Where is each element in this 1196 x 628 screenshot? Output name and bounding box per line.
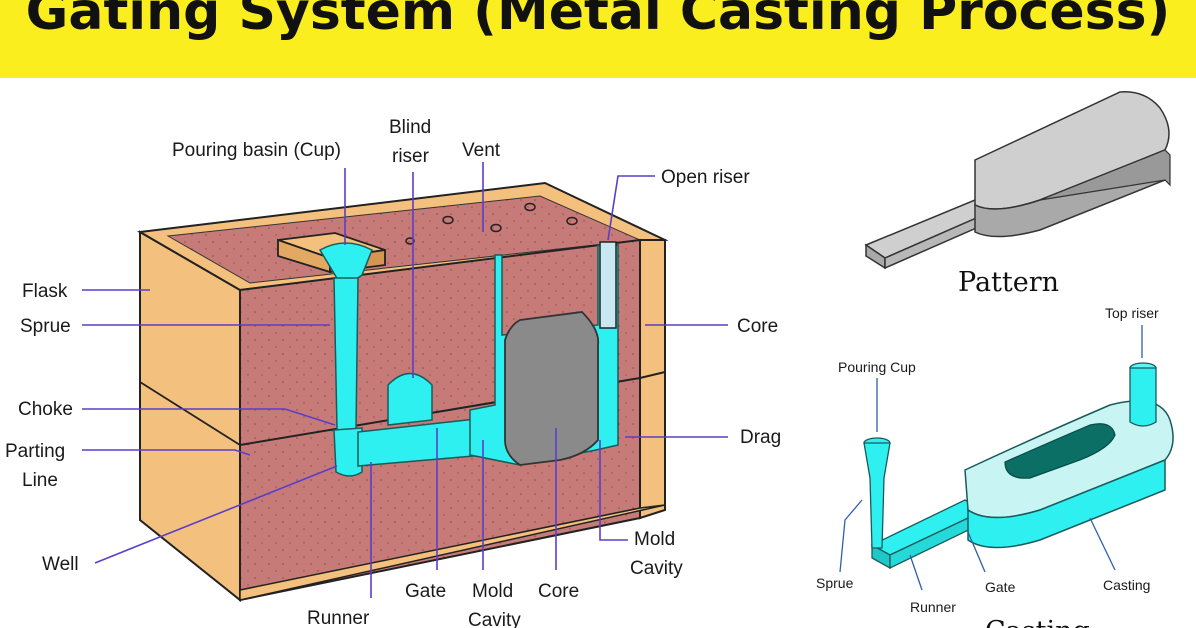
label-casting-caption: Casting [985,616,1090,628]
label-well: Well [42,554,79,575]
label-mold-cavity-right-1: Mold [634,529,675,550]
label-choke: Choke [18,399,73,420]
well-metal [333,427,363,477]
label-core-bottom: Core [538,581,579,602]
label-sprue: Sprue [20,316,71,337]
title-banner: Gating System (Metal Casting Process) [0,0,1196,78]
sprue-metal [333,277,359,431]
label-casting-gate: Gate [985,579,1016,595]
flask-left-face [139,230,241,603]
label-vent: Vent [462,140,501,161]
label-pattern: Pattern [958,267,1059,298]
label-pouring-basin: Pouring basin (Cup) [172,140,341,161]
casting-illustration: Top riser Pouring Cup Sprue Runner Gate … [816,305,1174,628]
label-core-right: Core [737,316,778,337]
pattern-illustration: Pattern [864,91,1171,298]
mold-labels: Pouring basin (Cup) Blind riser Vent Ope… [5,117,781,628]
label-casting-sprue: Sprue [816,575,854,591]
label-open-riser: Open riser [661,167,750,188]
mold-box [136,181,669,603]
label-parting-1: Parting [5,441,65,462]
label-casting-runner: Runner [910,599,956,615]
label-parting-2: Line [22,470,58,491]
core-block [504,311,600,466]
label-pouring-cup: Pouring Cup [838,359,916,375]
label-gate: Gate [405,581,446,602]
blind-riser-metal [387,372,433,426]
label-mold-cavity-bottom-2: Cavity [468,610,521,628]
label-drag: Drag [740,427,781,448]
mold-leader-lines [82,162,728,598]
label-flask: Flask [22,281,68,302]
label-top-riser: Top riser [1105,305,1159,321]
page-title: Gating System (Metal Casting Process) [25,0,1171,42]
label-mold-cavity-bottom-1: Mold [472,581,513,602]
label-blind-riser-2: riser [392,146,430,167]
open-riser [599,241,617,329]
label-mold-cavity-right-2: Cavity [630,558,683,579]
label-casting: Casting [1103,577,1150,593]
label-runner: Runner [307,608,370,628]
label-blind-riser-1: Blind [389,117,431,138]
parting-line [239,371,666,446]
flask-right-face [639,239,666,520]
